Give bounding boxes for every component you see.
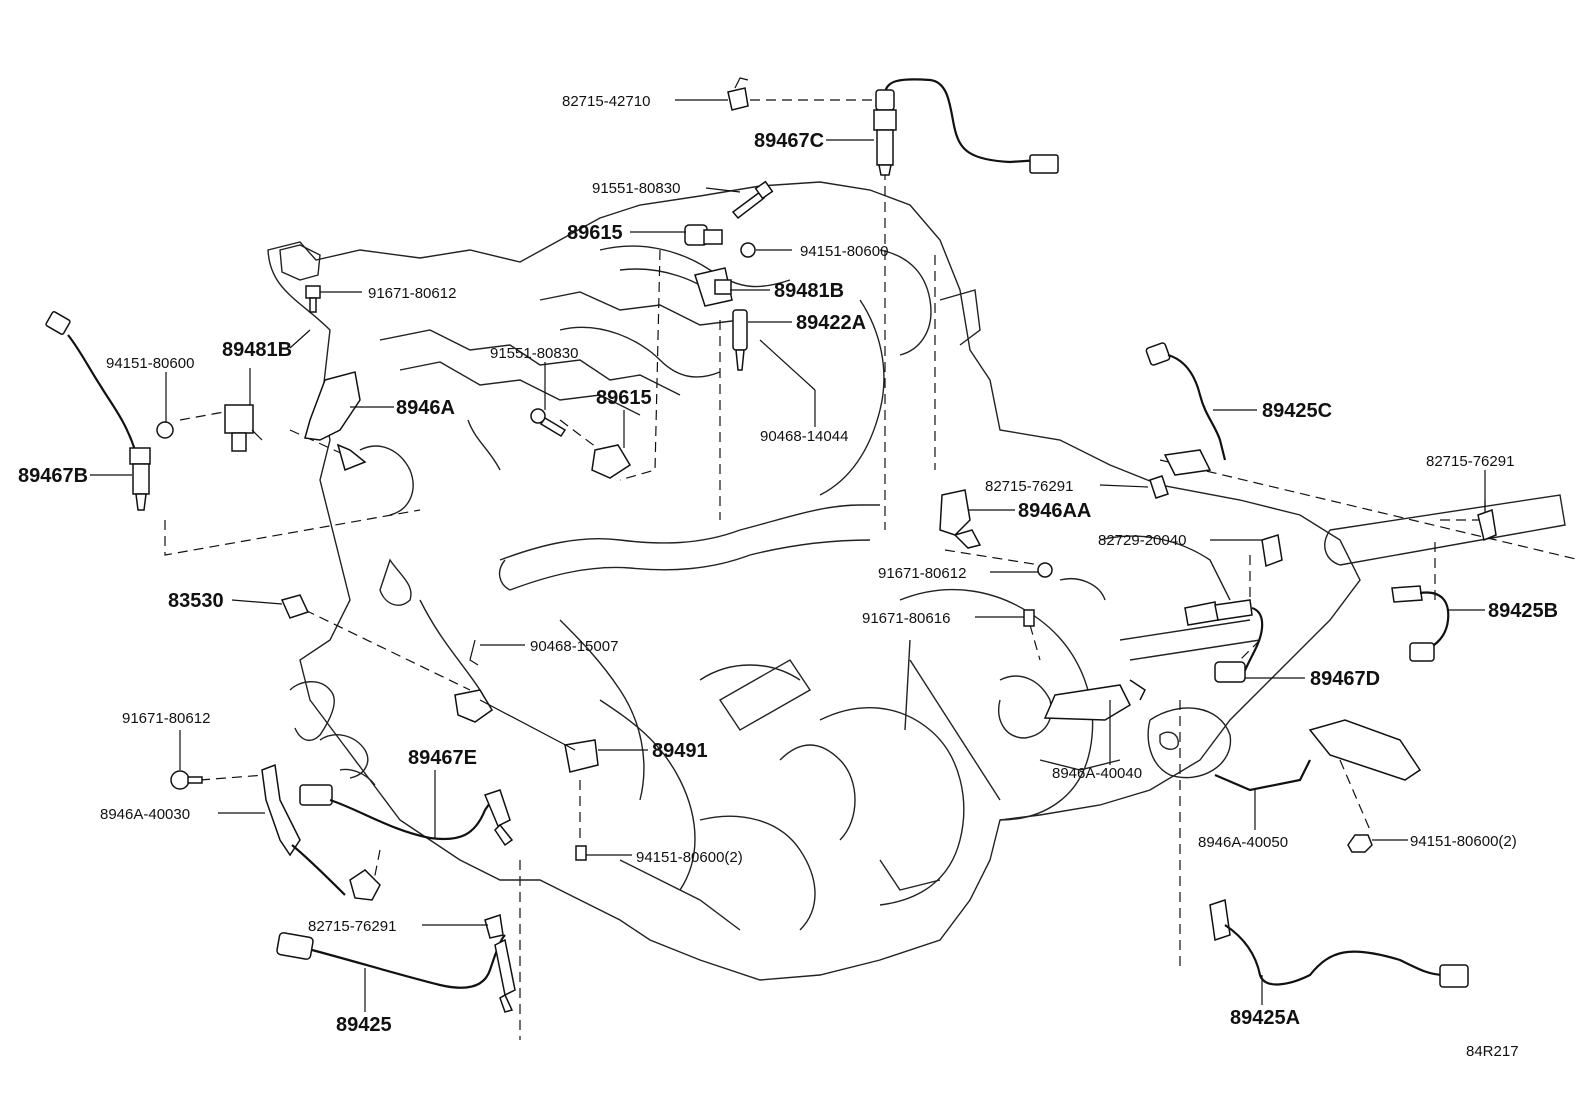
bracket-8946A-40050[interactable] — [1214, 719, 1422, 792]
part-labels: 82715-42710 89467C 91551-80830 89615 941… — [18, 93, 1558, 1060]
label-89481B-left[interactable]: 89481B — [222, 339, 292, 361]
sensor-89422A[interactable] — [732, 309, 748, 371]
label-8946A-40050[interactable]: 8946A-40050 — [1198, 834, 1288, 851]
label-91671-80612-center[interactable]: 91671-80612 — [878, 565, 966, 582]
label-82715-76291-right[interactable]: 82715-76291 — [1426, 453, 1514, 470]
clip-82729-20040[interactable] — [1261, 534, 1283, 568]
diagram-id: 84R217 — [1466, 1043, 1519, 1060]
bracket-8946AA[interactable] — [939, 489, 982, 549]
sensor-83530[interactable] — [280, 594, 310, 619]
label-89615-top[interactable]: 89615 — [567, 222, 623, 244]
label-89467B[interactable]: 89467B — [18, 465, 88, 487]
o2-sensor-89467B[interactable] — [45, 311, 151, 511]
label-94151-80600-2-right[interactable]: 94151-80600(2) — [1410, 833, 1517, 850]
label-89425[interactable]: 89425 — [336, 1014, 392, 1036]
label-89467D[interactable]: 89467D — [1310, 668, 1380, 690]
label-89422A[interactable]: 89422A — [796, 312, 866, 334]
label-82715-76291-center[interactable]: 82715-76291 — [985, 478, 1073, 495]
o2-sensor-89425A[interactable] — [1209, 899, 1469, 988]
bolt-91551-80830-top[interactable] — [731, 180, 774, 220]
bracket-8946A-40030[interactable] — [261, 763, 381, 901]
label-89491[interactable]: 89491 — [652, 740, 708, 762]
label-8946A-40040[interactable]: 8946A-40040 — [1052, 765, 1142, 782]
label-91671-80612-lower[interactable]: 91671-80612 — [122, 710, 210, 727]
label-8946AA[interactable]: 8946AA — [1018, 500, 1091, 522]
label-94151-80600-2-lower[interactable]: 94151-80600(2) — [636, 849, 743, 866]
engine-line-art — [267, 181, 1566, 981]
label-94151-80600-top[interactable]: 94151-80600 — [800, 243, 888, 260]
label-82729-20040[interactable]: 82729-20040 — [1098, 532, 1186, 549]
vsv-89481B-top[interactable] — [694, 267, 733, 307]
label-91551-80830-mid[interactable]: 91551-80830 — [490, 345, 578, 362]
label-89425A[interactable]: 89425A — [1230, 1007, 1300, 1029]
bolt-91671-80612-left[interactable] — [305, 285, 321, 313]
nut-94151-80600-lower[interactable] — [575, 845, 587, 861]
label-89615-mid[interactable]: 89615 — [596, 387, 652, 409]
o2-sensor-89425B[interactable] — [1391, 585, 1450, 662]
label-89425B[interactable]: 89425B — [1488, 600, 1558, 622]
o2-sensor-89425[interactable] — [276, 932, 516, 1013]
pin-90468-15007[interactable] — [469, 639, 479, 666]
nut-94151-80600-right[interactable] — [1347, 834, 1373, 853]
label-90468-15007[interactable]: 90468-15007 — [530, 638, 618, 655]
cam-sensor-89615-mid[interactable] — [591, 444, 632, 479]
label-91671-80616[interactable]: 91671-80616 — [862, 610, 950, 627]
bracket-8946A[interactable] — [304, 371, 367, 472]
sensor-89491[interactable] — [454, 689, 599, 773]
label-94151-80600-left[interactable]: 94151-80600 — [106, 355, 194, 372]
o2-sensor-89467C[interactable] — [873, 78, 1059, 176]
label-90468-14044[interactable]: 90468-14044 — [760, 428, 848, 445]
bolt-91551-80830-mid[interactable] — [530, 408, 567, 438]
leader-lines — [90, 99, 1486, 1012]
label-82715-76291-lower[interactable]: 82715-76291 — [308, 918, 396, 935]
clip-82715-42710[interactable] — [727, 77, 749, 111]
bracket-8946A-40040[interactable] — [1043, 679, 1146, 721]
bolt-91671-80612-lower[interactable] — [170, 770, 203, 790]
label-89425C[interactable]: 89425C — [1262, 400, 1332, 422]
label-91551-80830-top[interactable]: 91551-80830 — [592, 180, 680, 197]
bolt-91671-80612-center[interactable] — [1037, 562, 1053, 578]
label-89467E[interactable]: 89467E — [408, 747, 477, 769]
label-89481B-top[interactable]: 89481B — [774, 280, 844, 302]
label-8946A-40030[interactable]: 8946A-40030 — [100, 806, 190, 823]
assembly-dashed-lines — [164, 99, 1581, 1040]
label-83530[interactable]: 83530 — [168, 590, 224, 612]
clip-82715-76291-center[interactable] — [1149, 475, 1169, 499]
label-8946A[interactable]: 8946A — [396, 397, 455, 419]
nut-94151-80600-left[interactable] — [156, 421, 174, 439]
label-82715-42710[interactable]: 82715-42710 — [562, 93, 650, 110]
o2-sensor-89467E[interactable] — [299, 784, 514, 847]
label-89467C[interactable]: 89467C — [754, 130, 824, 152]
label-91671-80612-left[interactable]: 91671-80612 — [368, 285, 456, 302]
clip-82715-76291-lower[interactable] — [484, 914, 504, 939]
nut-94151-80600-top[interactable] — [740, 242, 756, 258]
bolt-91671-80616[interactable] — [1023, 609, 1035, 627]
o2-sensor-89425C[interactable] — [1145, 342, 1227, 476]
vsv-89481B-left[interactable] — [224, 404, 263, 452]
cam-sensor-89615-top[interactable] — [684, 224, 723, 246]
o2-sensor-89467D[interactable] — [1184, 599, 1264, 683]
